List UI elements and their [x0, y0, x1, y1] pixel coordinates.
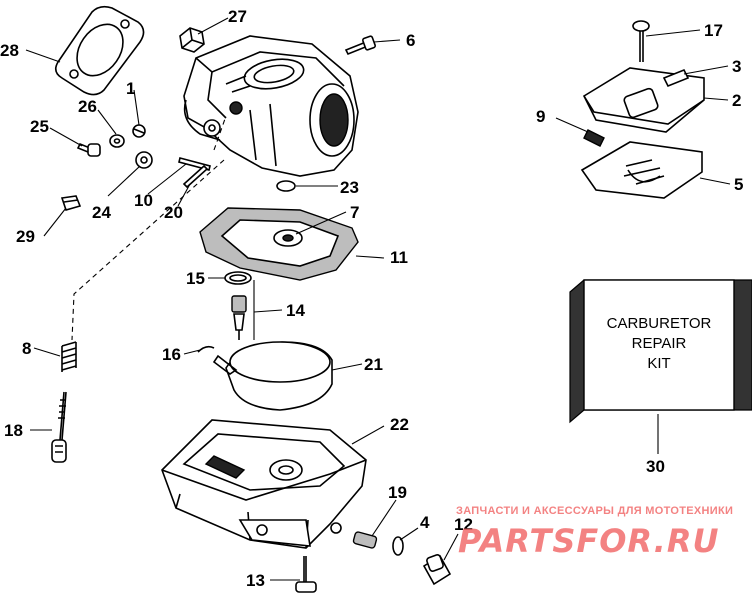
callout-8: 8 — [22, 339, 31, 358]
callout-14: 14 — [286, 301, 305, 320]
part-30-repair-kit-box: CARBURETOR REPAIR KIT — [569, 279, 752, 424]
callout-20: 20 — [164, 203, 183, 222]
part-20-pin — [182, 164, 209, 189]
part-3-fitting — [662, 68, 690, 88]
part-23-plug — [276, 180, 296, 192]
watermark: ЗАПЧАСТИ И АКСЕССУАРЫ ДЛЯ МОТОТЕХНИКИ PA… — [456, 505, 733, 560]
part-22-float-bowl — [161, 419, 367, 549]
part-19-plug — [352, 531, 378, 549]
part-18-idle-screw — [51, 391, 67, 463]
callout-23: 23 — [340, 178, 359, 197]
callout-27: 27 — [228, 7, 247, 26]
callout-3: 3 — [732, 57, 741, 76]
callout-13: 13 — [246, 571, 265, 590]
part-14-needle-valve — [231, 295, 247, 340]
part-24-washer — [135, 151, 153, 169]
watermark-tagline: ЗАПЧАСТИ И АКСЕССУАРЫ ДЛЯ МОТОТЕХНИКИ — [456, 505, 733, 517]
kit-label-line3: KIT — [647, 355, 670, 372]
callout-5: 5 — [734, 175, 743, 194]
part-29-fitting — [60, 195, 82, 211]
callout-16: 16 — [162, 345, 181, 364]
part-9-spring — [583, 129, 605, 147]
callout-1: 1 — [126, 79, 135, 98]
part-16-clip — [197, 345, 215, 353]
callout-18: 18 — [4, 421, 23, 440]
kit-label-line1: CARBURETOR — [607, 315, 712, 332]
leader-lines — [25, 17, 731, 581]
part-15-oring — [224, 271, 252, 285]
callout-21: 21 — [364, 355, 383, 374]
callout-17: 17 — [704, 21, 723, 40]
part-1-screw — [132, 124, 146, 138]
callout-6: 6 — [406, 31, 415, 50]
guide-line-top — [213, 115, 227, 151]
watermark-brand: PARTSFOR.RU — [458, 522, 719, 560]
part-4-gasket — [392, 536, 404, 556]
part-7-screw — [273, 229, 303, 247]
part-26-washer — [109, 134, 125, 148]
part-21-float — [212, 341, 333, 411]
part-5-diaphragm — [580, 141, 703, 199]
callout-12: 12 — [454, 515, 473, 534]
callout-10: 10 — [134, 191, 153, 210]
part-13-screw — [295, 556, 317, 593]
callout-24: 24 — [92, 203, 111, 222]
part-27-nut — [179, 27, 205, 53]
guide-line-left — [71, 159, 225, 341]
kit-label-line2: REPAIR — [632, 335, 687, 352]
callout-22: 22 — [390, 415, 409, 434]
callout-15: 15 — [186, 269, 205, 288]
callout-2: 2 — [732, 91, 741, 110]
callout-29: 29 — [16, 227, 35, 246]
callout-4: 4 — [420, 513, 430, 532]
callout-19: 19 — [388, 483, 407, 502]
callout-7: 7 — [350, 203, 359, 222]
callout-9: 9 — [536, 107, 545, 126]
part-8-spring — [61, 341, 77, 372]
part-6-screw — [344, 35, 376, 56]
callout-11: 11 — [390, 248, 408, 267]
carburetor-body — [183, 35, 359, 177]
part-12-drain-screw — [422, 554, 452, 586]
callout-26: 26 — [78, 97, 97, 116]
part-17-screw — [632, 20, 650, 62]
callout-30: 30 — [646, 457, 665, 476]
callout-labels: 28 27 6 17 3 2 9 5 1 26 25 24 10 20 23 2… — [0, 7, 743, 590]
callout-25: 25 — [30, 117, 49, 136]
callout-28: 28 — [0, 41, 19, 60]
part-28-flange-gasket — [54, 5, 145, 96]
